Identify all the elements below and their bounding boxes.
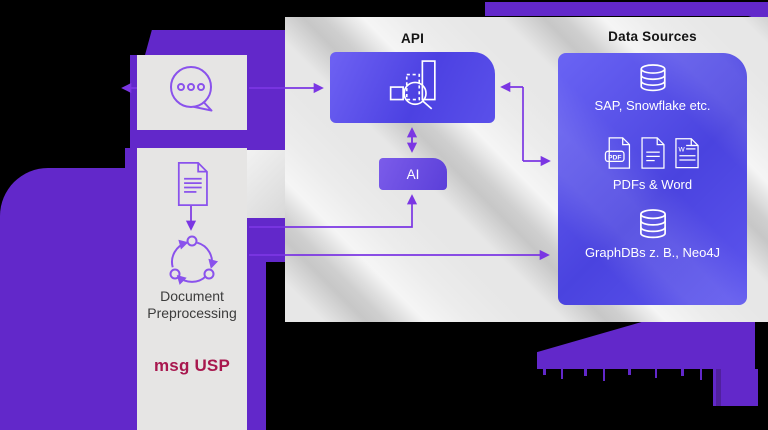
data-sources-title: Data Sources xyxy=(608,29,697,44)
left-purple-block xyxy=(0,168,138,430)
caption-cutout xyxy=(543,369,546,375)
ai-label: AI xyxy=(406,166,420,182)
pdf-file-icon: PDF xyxy=(604,137,631,169)
api-box xyxy=(330,52,495,123)
brand-label: msg USP xyxy=(153,356,231,375)
preprocessing-label: Document Preprocessing xyxy=(147,288,237,321)
caption-cutout xyxy=(584,369,587,376)
purple-streak xyxy=(716,369,721,406)
caption-cutout xyxy=(603,369,605,381)
bar-chart-search-icon xyxy=(386,59,440,116)
caption-cutout xyxy=(700,369,702,380)
pdf-doc-word-file-icons: PDF w xyxy=(558,137,747,171)
word-file-icon: w xyxy=(675,138,699,169)
data-sources-panel: SAP, Snowflake etc. PDF w xyxy=(558,53,747,305)
data-source-label: PDFs & Word xyxy=(612,177,693,192)
gray-notch xyxy=(247,150,287,218)
left-purple-strip xyxy=(125,148,138,174)
preprocessing-box: Document Preprocessing msg USP xyxy=(137,148,247,430)
ai-box: AI xyxy=(379,158,447,190)
bottom-right-purple-swoosh xyxy=(537,322,755,369)
caption-cutout xyxy=(628,369,631,375)
database-icon xyxy=(558,64,747,92)
lower-purple-band xyxy=(247,262,266,430)
top-left-purple-bar xyxy=(145,30,297,55)
caption-cutout xyxy=(681,369,684,376)
document-icon xyxy=(174,162,210,211)
data-source-label: GraphDBs z. B., Neo4J xyxy=(584,245,721,260)
api-title: API xyxy=(400,31,425,46)
svg-text:PDF: PDF xyxy=(608,154,621,161)
chat-box xyxy=(137,55,247,130)
lower-purple-blob xyxy=(247,218,288,262)
doc-file-icon xyxy=(641,137,665,169)
data-source-label: SAP, Snowflake etc. xyxy=(594,98,711,113)
caption-cutout xyxy=(561,369,563,379)
caption-cutout xyxy=(655,369,657,378)
chat-bubble-icon xyxy=(163,62,221,123)
preprocessing-cycle-icon xyxy=(165,234,219,295)
database-icon xyxy=(558,209,747,239)
svg-text:w: w xyxy=(678,143,686,153)
